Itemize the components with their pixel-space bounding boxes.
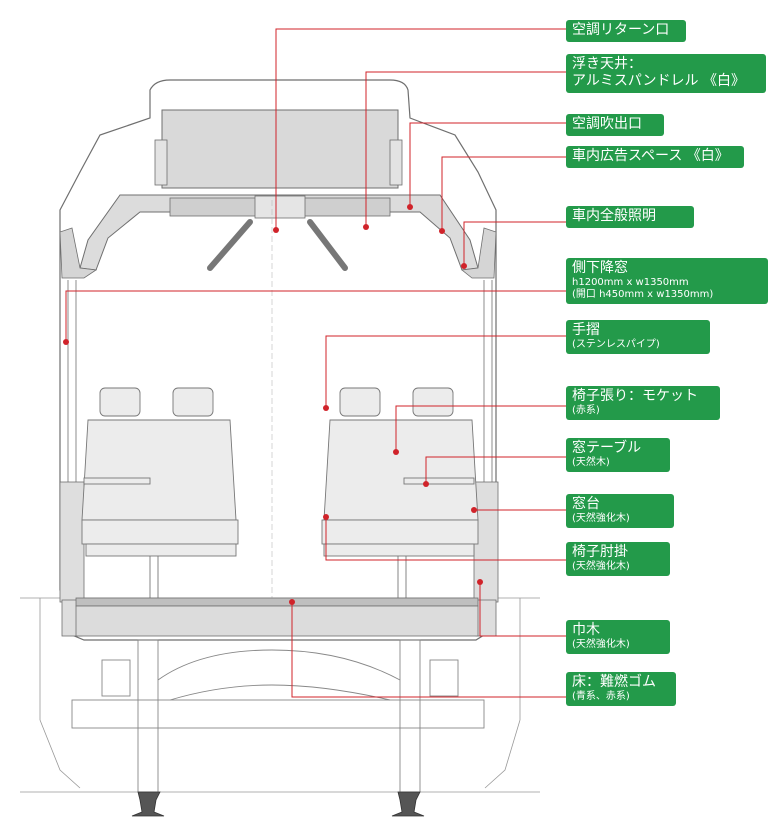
label-title: 側下降窓 bbox=[572, 260, 628, 276]
label-seat-upholstery: 椅子張り：モケット(赤系) bbox=[566, 386, 720, 420]
label-subtext: アルミスパンドレル 《白》 bbox=[572, 73, 746, 89]
car-body-outline bbox=[59, 79, 497, 641]
leader-dot bbox=[439, 228, 445, 234]
label-title: 浮き天井： bbox=[572, 56, 642, 72]
label-title: 車内広告スペース 《白》 bbox=[572, 148, 729, 164]
leader-line bbox=[425, 456, 566, 484]
label-title: 床：難燃ゴム bbox=[572, 674, 656, 690]
leader-dot bbox=[423, 481, 429, 487]
label-subtext: (天然強化木) bbox=[572, 639, 630, 650]
leader-dot bbox=[323, 405, 329, 411]
label-armrest: 椅子肘掛(天然強化木) bbox=[566, 542, 670, 576]
leader-line bbox=[291, 602, 566, 698]
leader-line bbox=[365, 71, 566, 227]
label-baseboard: 巾木(天然強化木) bbox=[566, 620, 670, 654]
leader-line bbox=[409, 122, 566, 207]
ceiling-fans bbox=[207, 219, 348, 271]
label-window-table: 窓テーブル(天然木) bbox=[566, 438, 670, 472]
leader-dot bbox=[289, 599, 295, 605]
label-subtext: (赤系) bbox=[572, 405, 600, 416]
label-subtext: (開口 h450mm x w1350mm) bbox=[572, 289, 714, 300]
label-handrail: 手摺(ステンレスパイプ) bbox=[566, 320, 710, 354]
label-title: 巾木 bbox=[572, 622, 600, 638]
label-subtext: (青系、赤系) bbox=[572, 691, 630, 702]
leader-line bbox=[463, 221, 566, 266]
seats-left bbox=[81, 387, 239, 598]
leader-line bbox=[395, 405, 566, 452]
label-ad-space: 車内広告スペース 《白》 bbox=[566, 146, 744, 168]
leader-dot bbox=[363, 224, 369, 230]
label-subtext: h1200mm x w1350mm bbox=[572, 277, 689, 288]
label-title: 手摺 bbox=[572, 322, 600, 338]
leader-dot bbox=[461, 263, 467, 269]
leader-line bbox=[275, 28, 566, 230]
label-title: 空調リターン口 bbox=[572, 22, 670, 38]
label-interior-lighting: 車内全般照明 bbox=[566, 206, 694, 228]
leader-line bbox=[479, 582, 566, 637]
seats-right bbox=[321, 387, 479, 598]
label-return-vent: 空調リターン口 bbox=[566, 20, 686, 42]
label-subtext: (天然強化木) bbox=[572, 561, 630, 572]
leader-line bbox=[325, 517, 566, 561]
label-title: 窓台 bbox=[572, 496, 600, 512]
label-title: 椅子張り：モケット bbox=[572, 388, 698, 404]
label-subtext: (ステンレスパイプ) bbox=[572, 339, 660, 350]
label-window-sill: 窓台(天然強化木) bbox=[566, 494, 674, 528]
leader-line bbox=[65, 290, 566, 342]
leader-line bbox=[325, 335, 566, 408]
label-floating-ceiling: 浮き天井：アルミスパンドレル 《白》 bbox=[566, 54, 766, 93]
leader-dot bbox=[273, 227, 279, 233]
label-subtext: (天然木) bbox=[572, 457, 610, 468]
leader-dot bbox=[477, 579, 483, 585]
leader-dot bbox=[63, 339, 69, 345]
label-title: 窓テーブル bbox=[572, 440, 642, 456]
label-floor: 床：難燃ゴム(青系、赤系) bbox=[566, 672, 676, 706]
rails bbox=[131, 791, 425, 817]
label-title: 椅子肘掛 bbox=[572, 544, 628, 560]
leader-dot bbox=[471, 507, 477, 513]
label-ac-outlet: 空調吹出口 bbox=[566, 114, 664, 136]
leader-line bbox=[441, 156, 566, 231]
window-frames bbox=[67, 280, 493, 482]
leader-dot bbox=[323, 514, 329, 520]
label-title: 空調吹出口 bbox=[572, 116, 642, 132]
label-title: 車内全般照明 bbox=[572, 208, 656, 224]
leader-dot bbox=[393, 449, 399, 455]
label-subtext: (天然強化木) bbox=[572, 513, 630, 524]
leader-dot bbox=[407, 204, 413, 210]
